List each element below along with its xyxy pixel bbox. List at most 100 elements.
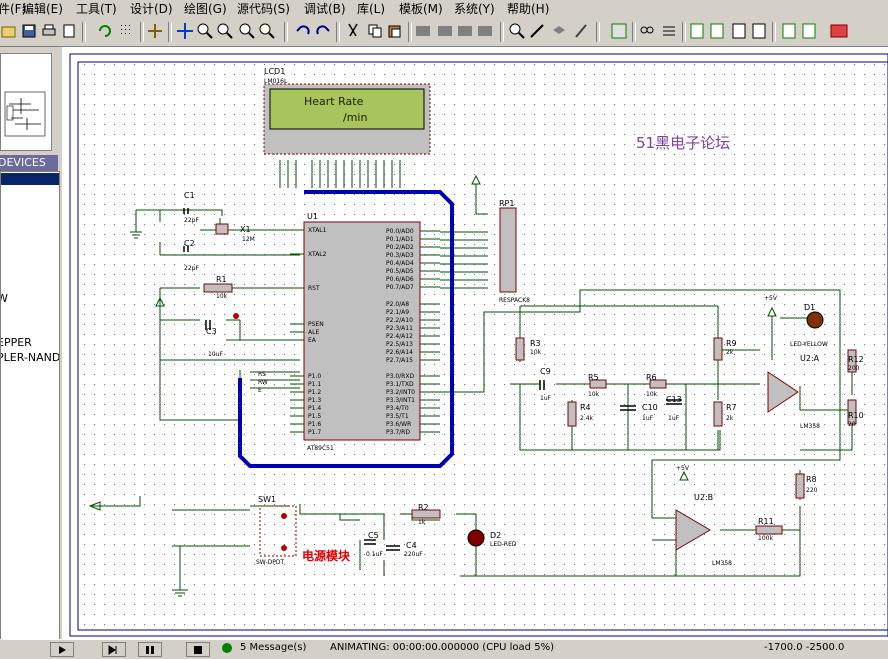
redo-icon[interactable] <box>314 22 332 40</box>
open-icon[interactable] <box>0 22 18 40</box>
resistor-r2[interactable] <box>411 509 441 519</box>
device-list-selected-row[interactable] <box>1 173 59 185</box>
opamp-u2a[interactable]: U2:A LM358 <box>767 354 820 430</box>
copy-icon[interactable] <box>366 22 384 40</box>
device-item-1[interactable]: W <box>1 292 8 305</box>
menu-tools[interactable]: 工具(T) <box>76 2 117 16</box>
menu-graph[interactable]: 绘图(G) <box>184 2 227 16</box>
resistor-r12[interactable] <box>847 349 857 373</box>
menu-template[interactable]: 模板(M) <box>399 2 443 16</box>
packaging-icon[interactable] <box>550 22 568 40</box>
r7-value: 2k <box>726 415 734 422</box>
led-d2[interactable] <box>467 529 485 547</box>
block-rotate-icon[interactable] <box>456 22 474 40</box>
block-move-icon[interactable] <box>436 22 454 40</box>
menu-library[interactable]: 库(L) <box>357 2 386 16</box>
refresh-icon[interactable] <box>96 22 114 40</box>
r5-label: R5 <box>588 373 599 382</box>
grid-icon[interactable] <box>118 22 136 40</box>
message-icon[interactable] <box>222 643 232 653</box>
mcu-pin-left-6: P1.0 <box>308 373 321 380</box>
led-d1[interactable] <box>806 311 824 329</box>
c2-label: C2 <box>184 239 195 248</box>
zoom-all-icon[interactable] <box>238 22 256 40</box>
block-delete-icon[interactable] <box>476 22 494 40</box>
decompose-icon[interactable] <box>572 22 590 40</box>
property-tool-icon[interactable] <box>660 22 678 40</box>
zoom-area-icon[interactable] <box>258 22 276 40</box>
resistor-pack-rp1[interactable]: RP1 RESPACK8 <box>499 199 530 304</box>
c5-label: C5 <box>368 531 379 540</box>
mcu-pin-left-11: P1.5 <box>308 413 321 420</box>
wire-autoroute-icon[interactable] <box>610 22 628 40</box>
opamp-u2b[interactable]: U2:B LM358 <box>675 493 732 567</box>
netlist-to-ares-icon[interactable] <box>830 22 848 40</box>
resistor-r9[interactable] <box>713 337 723 361</box>
device-item-3[interactable]: PLER-NAND <box>0 351 60 364</box>
origin-icon[interactable] <box>146 22 164 40</box>
resistor-r10[interactable] <box>847 399 857 425</box>
new-sheet-icon[interactable] <box>708 22 726 40</box>
print-area-icon[interactable] <box>60 22 78 40</box>
schematic-canvas[interactable]: Heart Rate /min LCD1 LM016L U1 AT89C51 X… <box>62 47 888 639</box>
paste-icon[interactable] <box>386 22 404 40</box>
resistor-r4[interactable] <box>567 401 577 427</box>
simulation-status: ANIMATING: 00:00:00.000000 (CPU load 5%) <box>330 642 554 653</box>
pan-icon[interactable] <box>176 22 194 40</box>
resistor-r6[interactable] <box>649 379 667 389</box>
c5-value: 0.1uF <box>366 551 383 558</box>
resistor-r7[interactable] <box>713 401 723 427</box>
overview-window[interactable] <box>0 53 52 151</box>
resistor-r1[interactable] <box>203 283 233 293</box>
left-panel: DEVICES W EPPER PLER-NAND <box>0 47 62 641</box>
block-copy-icon[interactable] <box>414 22 432 40</box>
menu-file[interactable]: 文件(F) <box>0 2 27 16</box>
zoom-out-icon[interactable] <box>216 22 234 40</box>
menu-help[interactable]: 帮助(H) <box>507 2 550 16</box>
r5-value: 10k <box>588 391 600 398</box>
mcu-pin-right-20: P3.4/T0 <box>386 405 409 412</box>
erc-icon[interactable] <box>800 22 818 40</box>
menu-source[interactable]: 源代码(S) <box>237 2 290 16</box>
mcu-pin-right-2: P0.2/AD2 <box>386 244 414 251</box>
u2b-label: U2:B <box>694 493 713 502</box>
make-device-icon[interactable] <box>528 22 546 40</box>
mcu-pin-left-12: P1.6 <box>308 421 321 428</box>
remove-sheet-icon[interactable] <box>730 22 748 40</box>
r7-label: R7 <box>726 403 737 412</box>
resistor-r8[interactable] <box>795 473 805 499</box>
zoom-to-child-icon[interactable] <box>750 22 768 40</box>
sw1-label: SW1 <box>258 495 276 504</box>
menu-edit[interactable]: 编辑(E) <box>22 2 63 16</box>
resistor-r5[interactable] <box>589 379 607 389</box>
resistor-r3[interactable] <box>515 337 525 361</box>
bill-of-materials-icon[interactable] <box>780 22 798 40</box>
pause-button[interactable] <box>138 642 162 657</box>
r12-value: 200 <box>848 365 860 372</box>
cut-icon[interactable] <box>344 22 362 40</box>
switch-sw1[interactable] <box>259 505 297 557</box>
message-count[interactable]: 5 Message(s) <box>240 642 307 653</box>
search-icon[interactable] <box>638 22 656 40</box>
menu-design[interactable]: 设计(D) <box>130 2 173 16</box>
device-item-2[interactable]: EPPER <box>0 336 32 349</box>
play-button[interactable] <box>50 642 74 657</box>
mcu-pin-right-3: P0.3/AD3 <box>386 252 414 259</box>
zoom-in-icon[interactable] <box>196 22 214 40</box>
resistor-r11[interactable] <box>755 525 783 535</box>
device-list[interactable]: W EPPER PLER-NAND <box>0 171 60 641</box>
mcu-at89c51[interactable]: U1 AT89C51 XTAL1XTAL2RSTPSENALEEAP1.0P1.… <box>290 212 440 452</box>
undo-icon[interactable] <box>294 22 312 40</box>
r2-value: 1k <box>418 519 426 526</box>
menu-debug[interactable]: 调试(B) <box>304 2 346 16</box>
lcd-display[interactable]: Heart Rate /min LCD1 LM016L <box>263 67 431 155</box>
crystal-x1[interactable] <box>215 223 229 235</box>
sw1-value: SW-DPDT <box>256 559 285 566</box>
vcc-label-2: +5V <box>676 465 690 472</box>
save-icon[interactable] <box>20 22 38 40</box>
pick-device-icon[interactable] <box>508 22 526 40</box>
design-explorer-icon[interactable] <box>688 22 706 40</box>
menu-system[interactable]: 系统(Y) <box>454 2 495 16</box>
c1-label: C1 <box>184 191 195 200</box>
print-icon[interactable] <box>40 22 58 40</box>
